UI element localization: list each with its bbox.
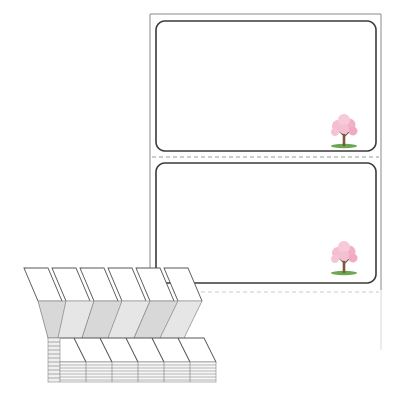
label-1 <box>155 20 377 152</box>
fold-top-row <box>23 267 203 302</box>
cherry-blossom-tree-icon <box>331 114 358 149</box>
label-2 <box>155 162 377 284</box>
cherry-blossom-tree-icon <box>331 241 358 276</box>
fold-middle-row <box>37 300 203 339</box>
stack-edges <box>47 337 217 383</box>
label-sheet <box>149 13 382 350</box>
fanfold-stack <box>23 267 217 383</box>
fold-bottom-row <box>47 337 217 363</box>
